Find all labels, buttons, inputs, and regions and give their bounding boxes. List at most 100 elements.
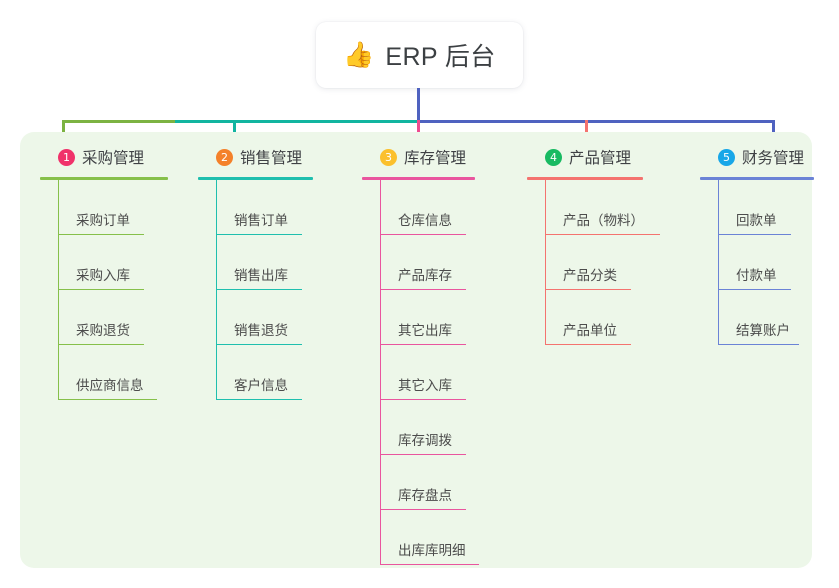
leaf-node[interactable]: 供应商信息 <box>59 345 200 400</box>
leaf-node[interactable]: 产品库存 <box>381 235 522 290</box>
branch-badge-5: 5 <box>718 148 735 166</box>
connector-bar-green <box>62 120 175 123</box>
branch-header-rule-5 <box>700 177 814 180</box>
leaf-node-rule <box>719 233 791 235</box>
leaf-node[interactable]: 销售出库 <box>217 235 358 290</box>
connector-bar-teal <box>175 120 418 123</box>
branch-title-3: 库存管理 <box>404 150 467 167</box>
branch-badge-4: 4 <box>545 148 562 166</box>
leaf-node[interactable]: 产品单位 <box>546 290 687 345</box>
root-stem-connector <box>417 88 420 134</box>
branch-header-rule-4 <box>527 177 643 180</box>
branch-column-3: 3 库存管理仓库信息产品库存其它出库其它入库库存调拨库存盘点出库库明细 <box>362 144 522 565</box>
branch-header-1[interactable]: 1 采购管理 <box>40 144 200 170</box>
leaf-node-label: 产品（物料） <box>563 213 644 228</box>
leaf-node-rule <box>381 398 466 400</box>
leaf-node-rule <box>217 233 302 235</box>
leaf-node-label: 结算账户 <box>736 323 790 338</box>
branch-header-rule-1 <box>40 177 168 180</box>
leaf-node[interactable]: 采购入库 <box>59 235 200 290</box>
leaf-node[interactable]: 结算账户 <box>719 290 839 345</box>
leaf-node-rule <box>546 343 631 345</box>
diagram-panel <box>20 132 812 568</box>
leaf-node-rule <box>546 288 631 290</box>
root-node[interactable]: 👍 ERP 后台 <box>316 22 523 88</box>
leaf-node-label: 仓库信息 <box>398 213 452 228</box>
branch-header-rule-2 <box>198 177 313 180</box>
leaf-node-rule <box>381 233 466 235</box>
branch-header-rule-3 <box>362 177 475 180</box>
leaf-node-label: 销售退货 <box>234 323 288 338</box>
leaf-node-rule <box>217 398 302 400</box>
branch-leaf-list-2: 销售订单销售出库销售退货客户信息 <box>216 180 358 400</box>
thumbs-up-icon: 👍 <box>343 40 375 69</box>
leaf-node-label: 其它出库 <box>398 323 452 338</box>
leaf-node-rule <box>381 288 466 290</box>
leaf-node[interactable]: 付款单 <box>719 235 839 290</box>
branch-leaf-list-1: 采购订单采购入库采购退货供应商信息 <box>58 180 200 400</box>
leaf-node-rule <box>59 288 144 290</box>
leaf-node[interactable]: 库存盘点 <box>381 455 522 510</box>
leaf-node-label: 采购退货 <box>76 323 130 338</box>
leaf-node-label: 回款单 <box>736 213 777 228</box>
leaf-node[interactable]: 采购退货 <box>59 290 200 345</box>
leaf-node-label: 销售订单 <box>234 213 288 228</box>
branch-leaf-list-5: 回款单付款单结算账户 <box>718 180 839 345</box>
leaf-node[interactable]: 其它出库 <box>381 290 522 345</box>
leaf-node-rule <box>59 343 144 345</box>
leaf-node-label: 库存调拨 <box>398 433 452 448</box>
leaf-node-label: 销售出库 <box>234 268 288 283</box>
leaf-node-label: 采购订单 <box>76 213 130 228</box>
leaf-node[interactable]: 出库库明细 <box>381 510 522 565</box>
leaf-node-rule <box>217 288 302 290</box>
leaf-node-rule <box>217 343 302 345</box>
leaf-node-label: 供应商信息 <box>76 378 144 393</box>
leaf-node[interactable]: 产品分类 <box>546 235 687 290</box>
leaf-node-rule <box>59 233 144 235</box>
leaf-node-rule <box>381 343 466 345</box>
leaf-node-rule <box>719 288 791 290</box>
branch-header-4[interactable]: 4 产品管理 <box>527 144 687 170</box>
leaf-node[interactable]: 销售订单 <box>217 180 358 235</box>
leaf-node[interactable]: 回款单 <box>719 180 839 235</box>
branch-title-2: 销售管理 <box>240 150 303 167</box>
branch-header-3[interactable]: 3 库存管理 <box>362 144 522 170</box>
branch-column-1: 1 采购管理采购订单采购入库采购退货供应商信息 <box>40 144 200 400</box>
leaf-node-label: 采购入库 <box>76 268 130 283</box>
leaf-node[interactable]: 产品（物料） <box>546 180 687 235</box>
branch-badge-2: 2 <box>216 148 233 166</box>
leaf-node[interactable]: 仓库信息 <box>381 180 522 235</box>
leaf-node-label: 库存盘点 <box>398 488 452 503</box>
branch-title-1: 采购管理 <box>82 150 145 167</box>
branch-badge-1: 1 <box>58 148 75 166</box>
branch-column-4: 4 产品管理产品（物料） 产品分类产品单位 <box>527 144 687 345</box>
leaf-node[interactable]: 采购订单 <box>59 180 200 235</box>
leaf-node-label: 产品分类 <box>563 268 617 283</box>
branch-column-2: 2 销售管理销售订单销售出库销售退货客户信息 <box>198 144 358 400</box>
leaf-node-label: 产品单位 <box>563 323 617 338</box>
leaf-node-rule <box>546 233 660 235</box>
connector-bar-blue <box>418 120 775 123</box>
root-node-title: ERP 后台 <box>385 43 496 71</box>
branch-badge-3: 3 <box>380 148 397 166</box>
leaf-node[interactable]: 其它入库 <box>381 345 522 400</box>
branch-column-5: 5 财务管理回款单付款单结算账户 <box>700 144 839 345</box>
leaf-node-rule <box>381 563 479 565</box>
branch-leaf-list-3: 仓库信息产品库存其它出库其它入库库存调拨库存盘点出库库明细 <box>380 180 522 565</box>
leaf-node-rule <box>59 398 157 400</box>
leaf-node-label: 产品库存 <box>398 268 452 283</box>
branch-title-5: 财务管理 <box>742 150 805 167</box>
branch-title-4: 产品管理 <box>569 150 632 167</box>
leaf-node-rule <box>719 343 799 345</box>
leaf-node-rule <box>381 508 466 510</box>
branch-header-2[interactable]: 2 销售管理 <box>198 144 358 170</box>
branch-header-5[interactable]: 5 财务管理 <box>700 144 839 170</box>
branch-leaf-list-4: 产品（物料） 产品分类产品单位 <box>545 180 687 345</box>
leaf-node-label: 付款单 <box>736 268 777 283</box>
leaf-node[interactable]: 客户信息 <box>217 345 358 400</box>
leaf-node[interactable]: 销售退货 <box>217 290 358 345</box>
leaf-node[interactable]: 库存调拨 <box>381 400 522 455</box>
leaf-node-rule <box>381 453 466 455</box>
leaf-node-label: 客户信息 <box>234 378 288 393</box>
leaf-node-label: 出库库明细 <box>398 543 466 558</box>
